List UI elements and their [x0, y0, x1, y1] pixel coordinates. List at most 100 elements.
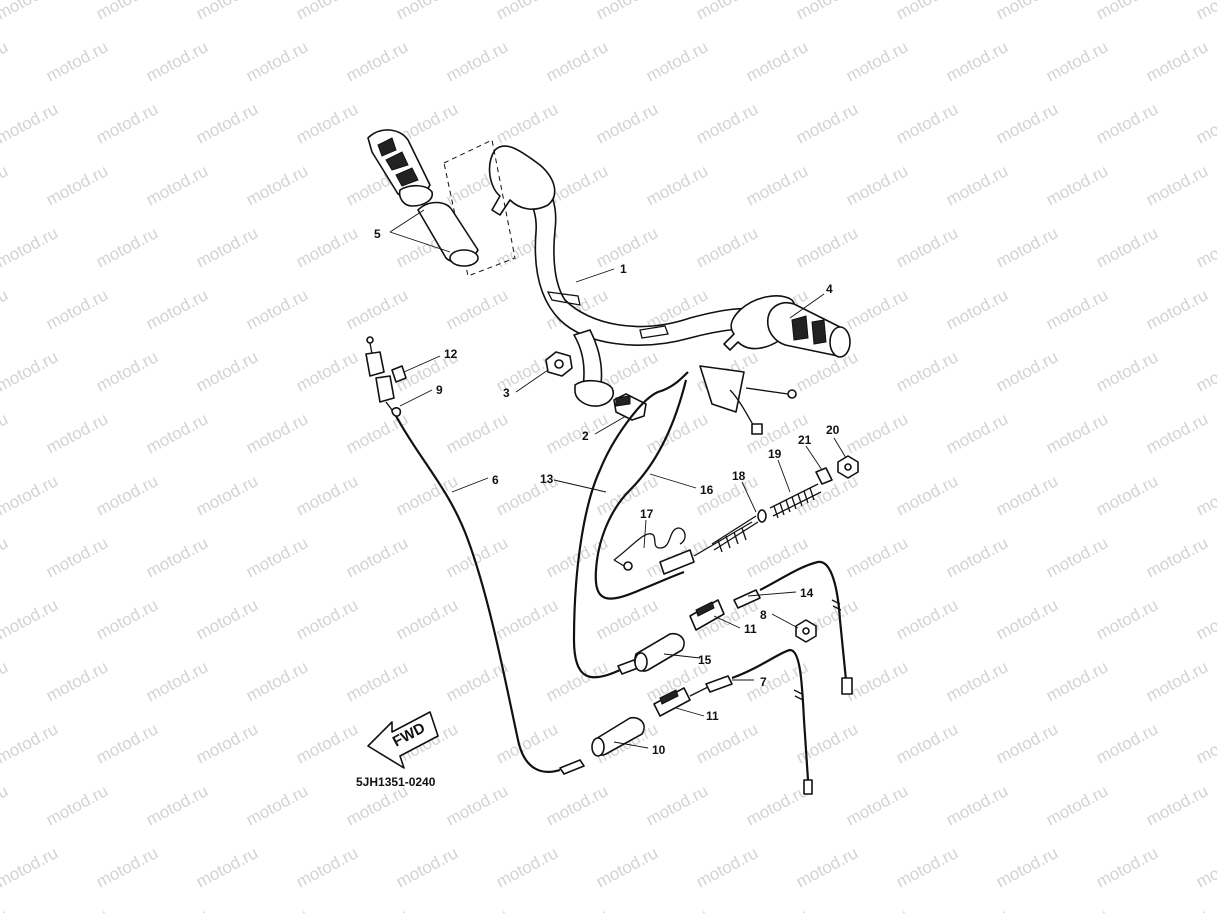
watermark-text: motod.ru: [993, 0, 1061, 24]
callout-21: 21: [798, 433, 812, 447]
watermark-text: motod.ru: [993, 223, 1061, 271]
watermark-text: motod.ru: [0, 161, 11, 209]
watermark-text: motod.ru: [93, 223, 161, 271]
watermark-text: motod.ru: [743, 37, 811, 85]
watermark-text: motod.ru: [243, 161, 311, 209]
watermark-text: motod.ru: [1193, 843, 1217, 891]
watermark-text: motod.ru: [43, 781, 111, 829]
watermark-text: motod.ru: [93, 99, 161, 147]
watermark-text: motod.ru: [0, 471, 61, 519]
watermark-text: motod.ru: [0, 223, 61, 271]
watermark-text: motod.ru: [143, 161, 211, 209]
watermark-text: motod.ru: [943, 905, 1011, 913]
watermark-text: motod.ru: [1143, 533, 1211, 581]
watermark-text: motod.ru: [1143, 781, 1211, 829]
watermark-text: motod.ru: [343, 409, 411, 457]
watermark-text: motod.ru: [1043, 533, 1111, 581]
callout-20: 20: [826, 423, 840, 437]
watermark-text: motod.ru: [1193, 595, 1217, 643]
watermark-text: motod.ru: [243, 409, 311, 457]
cable-14: [733, 560, 853, 695]
watermark-text: motod.ru: [293, 843, 361, 891]
watermark-text: motod.ru: [143, 781, 211, 829]
cable-16: [594, 379, 753, 600]
left-grip: [367, 129, 479, 267]
bolt: [613, 393, 647, 421]
watermark-text: motod.ru: [893, 223, 961, 271]
callout-3: 3: [503, 386, 510, 400]
cable-housing-10: [591, 716, 645, 757]
watermark-text: motod.ru: [893, 99, 961, 147]
watermark-text: motod.ru: [493, 99, 561, 147]
watermark-text: motod.ru: [93, 471, 161, 519]
watermark-text: motod.ru: [643, 37, 711, 85]
watermark-text: motod.ru: [193, 223, 261, 271]
watermark-text: motod.ru: [0, 657, 11, 705]
watermark-text: motod.ru: [93, 0, 161, 24]
callout-2: 2: [582, 429, 589, 443]
watermark-text: motod.ru: [0, 843, 61, 891]
watermark-text: motod.ru: [1193, 99, 1217, 147]
callout-16: 16: [700, 483, 714, 497]
pin-21: [815, 467, 833, 485]
watermark-text: motod.ru: [0, 781, 11, 829]
watermark-text: motod.ru: [793, 843, 861, 891]
watermark-text: motod.ru: [193, 0, 261, 24]
watermark-text: motod.ru: [1093, 347, 1161, 395]
watermark-text: motod.ru: [493, 595, 561, 643]
right-grip: [766, 302, 851, 358]
watermark-text: motod.ru: [1043, 905, 1111, 913]
callout-13: 13: [540, 472, 554, 486]
watermark-text: motod.ru: [943, 37, 1011, 85]
clamp-lower: [653, 685, 711, 717]
watermark-text: motod.ru: [693, 843, 761, 891]
watermark-text: motod.ru: [693, 99, 761, 147]
cable-housing-15: [634, 632, 685, 672]
leader-lines: [389, 209, 847, 749]
watermark-text: motod.ru: [43, 409, 111, 457]
callout-8: 8: [760, 608, 767, 622]
watermark-text: motod.ru: [293, 471, 361, 519]
watermark-text: motod.ru: [543, 37, 611, 85]
watermark-text: motod.ru: [793, 223, 861, 271]
watermark-text: motod.ru: [293, 223, 361, 271]
watermark-text: motod.ru: [443, 905, 511, 913]
watermark-text: motod.ru: [893, 0, 961, 24]
callout-14: 14: [800, 586, 814, 600]
watermark-text: motod.ru: [293, 595, 361, 643]
watermark-text: motod.ru: [1143, 37, 1211, 85]
watermark-text: motod.ru: [843, 37, 911, 85]
watermark-text: motod.ru: [1043, 781, 1111, 829]
watermark-text: motod.ru: [393, 0, 461, 24]
watermark-text: motod.ru: [243, 285, 311, 333]
watermark-text: motod.ru: [643, 161, 711, 209]
watermark-text: motod.ru: [693, 223, 761, 271]
watermark-text: motod.ru: [193, 843, 261, 891]
watermark-text: motod.ru: [393, 595, 461, 643]
watermark-text: motod.ru: [843, 781, 911, 829]
watermark-text: motod.ru: [743, 161, 811, 209]
watermark-text: motod.ru: [443, 781, 511, 829]
callout-12: 12: [444, 347, 458, 361]
watermark-text: motod.ru: [193, 471, 261, 519]
nut-8: [795, 619, 817, 643]
watermark-text: motod.ru: [193, 99, 261, 147]
watermark-text: motod.ru: [93, 347, 161, 395]
watermark-text: motod.ru: [893, 471, 961, 519]
watermark-text: motod.ru: [493, 843, 561, 891]
callout-10: 10: [652, 743, 666, 757]
watermark-text: motod.ru: [593, 99, 661, 147]
watermark-text: motod.ru: [0, 37, 11, 85]
watermark-text: motod.ru: [343, 657, 411, 705]
nut: [545, 351, 573, 377]
watermark-text: motod.ru: [343, 533, 411, 581]
watermark-text: motod.ru: [293, 99, 361, 147]
watermark-text: motod.ru: [1043, 285, 1111, 333]
watermark-text: motod.ru: [693, 0, 761, 24]
watermark-text: motod.ru: [893, 347, 961, 395]
watermark-text: motod.ru: [0, 99, 61, 147]
watermark-text: motod.ru: [143, 657, 211, 705]
callout-9: 9: [436, 383, 443, 397]
